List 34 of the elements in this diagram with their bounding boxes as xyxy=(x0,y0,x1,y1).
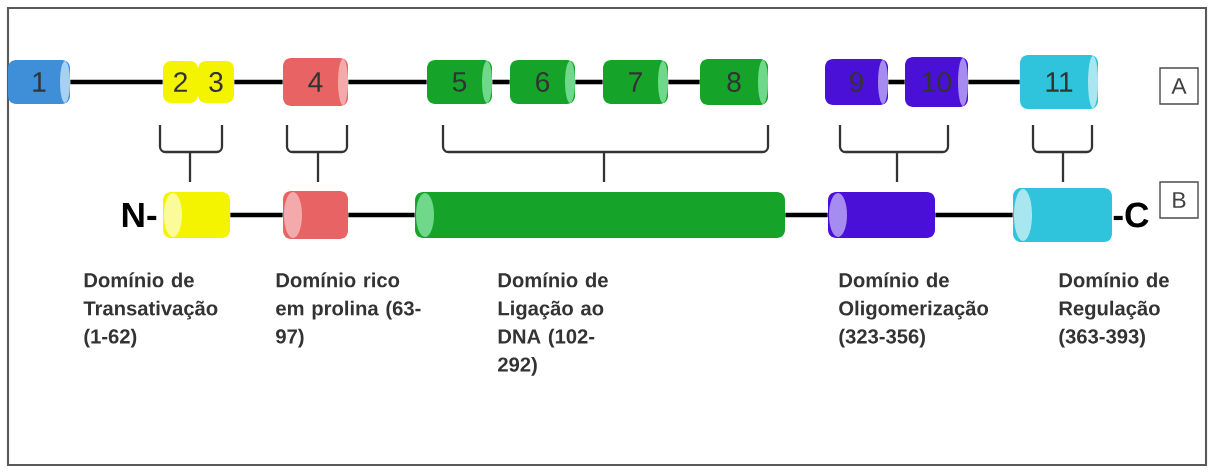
exon-cylinder: 2 xyxy=(163,61,198,103)
connector-line xyxy=(575,79,603,85)
exon-cylinder: 4 xyxy=(283,58,348,106)
node-label: 3 xyxy=(209,72,223,92)
exon-cylinder: 8 xyxy=(700,59,768,105)
exon-cylinder: 1 xyxy=(8,60,70,104)
node-label: 2 xyxy=(174,72,187,92)
connector-line xyxy=(935,212,1013,218)
domain-label: Domínio de Transativação (1-62) xyxy=(83,272,218,348)
exon-cylinder: 6 xyxy=(510,60,575,104)
connector-line xyxy=(230,212,283,218)
connector-line xyxy=(234,79,283,85)
domain-label: Domínio de Regulação (363-393) xyxy=(1059,272,1169,348)
domain-label: Domínio rico em prolina (63-97) xyxy=(276,272,421,348)
domain-label: Domínio de Oligomerização (323-356) xyxy=(839,272,989,348)
connector-line xyxy=(968,79,1020,85)
exon-cylinder: 11 xyxy=(1020,55,1098,109)
exon-cylinder: 5 xyxy=(427,60,492,104)
connector-line xyxy=(492,79,510,85)
connector-line xyxy=(348,212,415,218)
section-box: A xyxy=(1159,67,1199,105)
exon-cylinder: 9 xyxy=(825,59,888,105)
exon-cylinder: 10 xyxy=(905,57,968,107)
connector-line xyxy=(348,79,427,85)
connector-line xyxy=(668,79,700,85)
connector-line xyxy=(785,212,828,218)
exon-cylinder: 3 xyxy=(198,61,234,103)
section-box: B xyxy=(1159,181,1199,219)
terminus-label: -C xyxy=(1113,202,1149,228)
terminus-label: N- xyxy=(122,202,157,228)
exon-cylinder: 7 xyxy=(603,60,668,104)
domain-label: Domínio de Ligação ao DNA (102-292) xyxy=(498,272,608,376)
connector-line xyxy=(70,79,163,85)
connector-line xyxy=(888,79,905,85)
